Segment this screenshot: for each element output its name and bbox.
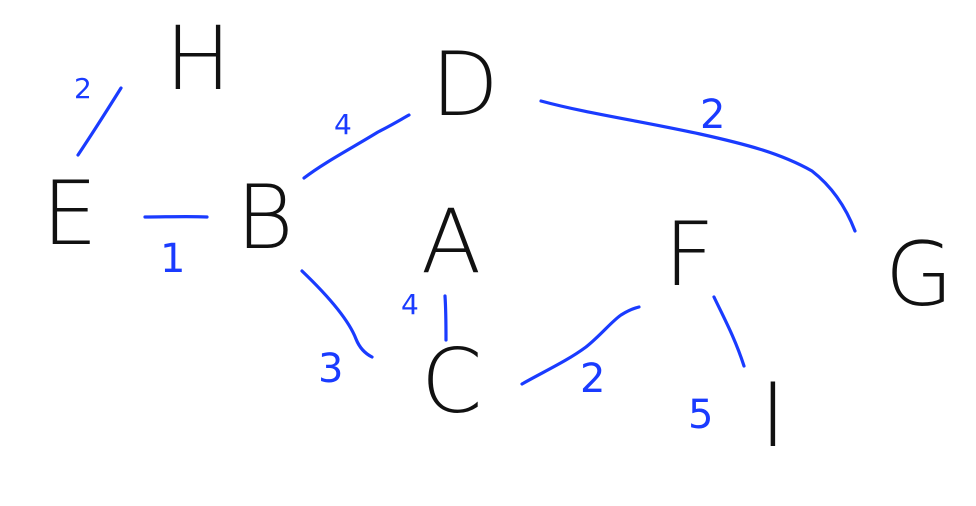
edge-e-h xyxy=(76,86,123,157)
node-g: G xyxy=(885,223,953,326)
weight-b-c: 3 xyxy=(318,346,343,392)
edge-b-c xyxy=(300,269,374,359)
weight-d-g: 2 xyxy=(700,92,725,138)
node-d: D xyxy=(431,33,499,136)
node-h: H xyxy=(165,7,231,110)
edge-b-d xyxy=(302,113,411,180)
edge-c-f xyxy=(520,305,641,386)
weight-a-c: 4 xyxy=(401,288,419,321)
weight-f-i: 5 xyxy=(688,392,713,438)
node-b: B xyxy=(236,166,294,269)
node-a: A xyxy=(421,190,481,293)
weight-b-d: 4 xyxy=(334,108,352,141)
edge-d-g xyxy=(539,99,857,233)
node-f: F xyxy=(664,203,715,306)
node-i: I xyxy=(760,364,786,467)
edge-a-c xyxy=(443,294,448,342)
node-c: C xyxy=(421,330,482,433)
node-e: E xyxy=(42,162,98,265)
weight-e-h: 2 xyxy=(74,72,92,105)
weight-e-b: 1 xyxy=(160,236,185,282)
edge-f-i xyxy=(712,295,746,368)
weight-c-f: 2 xyxy=(580,356,605,402)
